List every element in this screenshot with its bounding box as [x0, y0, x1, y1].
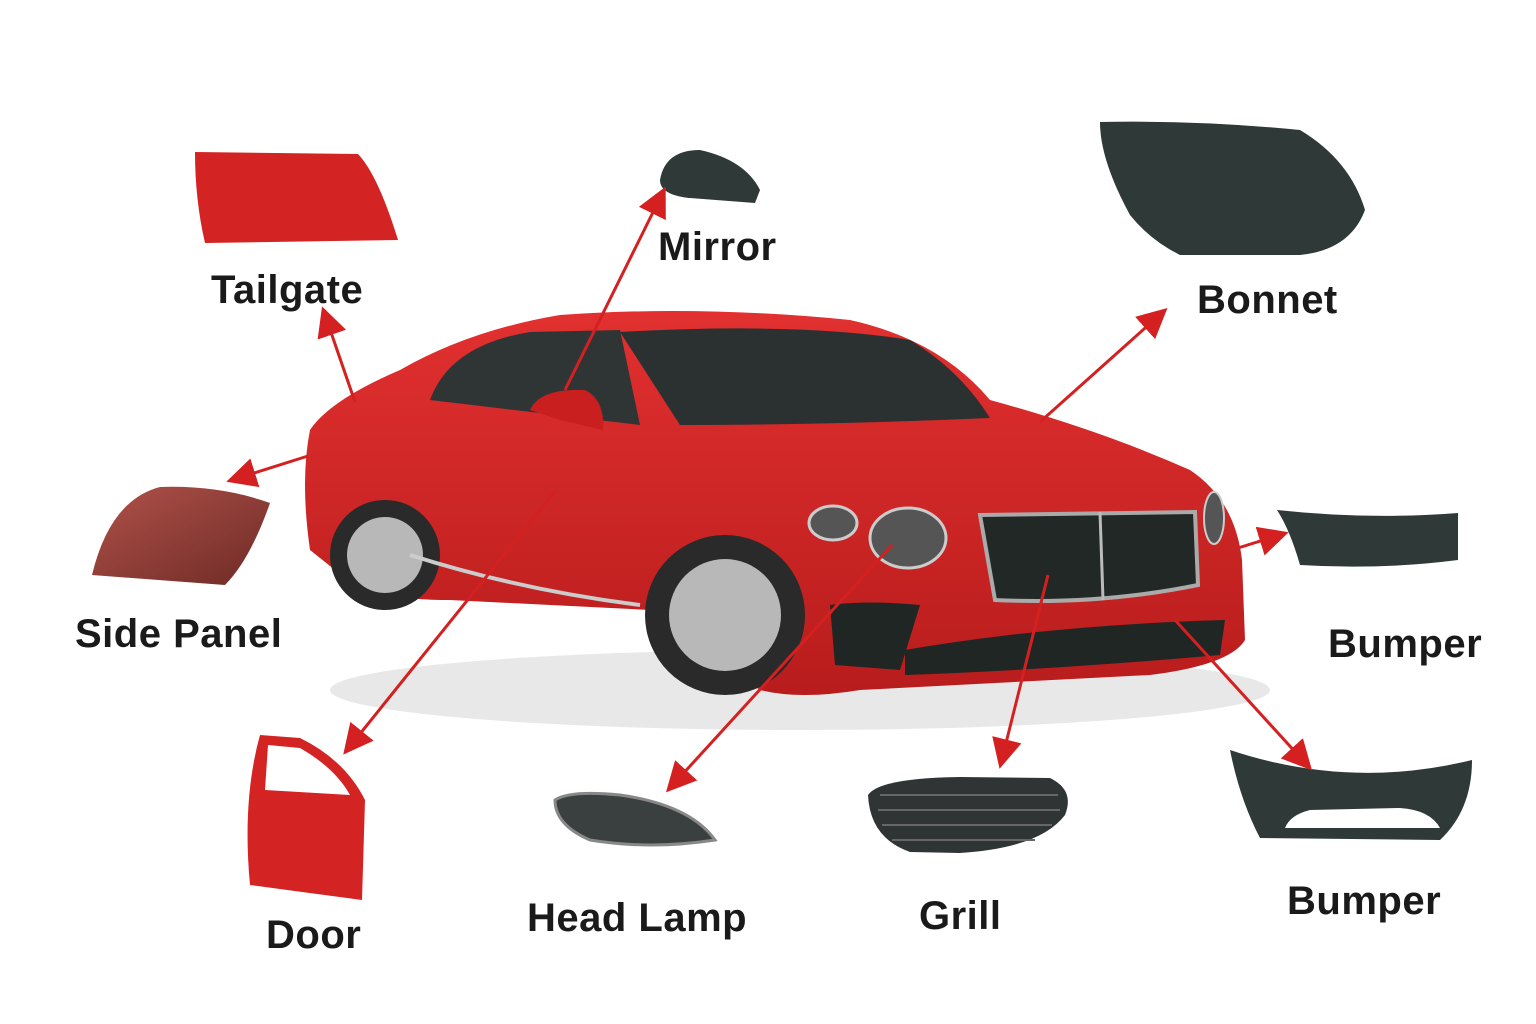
head-lamp-part — [553, 791, 718, 847]
mirror-part — [660, 150, 760, 203]
arrow-mirror — [563, 186, 666, 391]
arrow-side-panel — [226, 454, 309, 488]
arrow-bonnet — [1039, 308, 1168, 424]
arrow-door — [343, 489, 558, 755]
tailgate-part — [195, 152, 398, 243]
label-side-panel: Side Panel — [75, 612, 283, 656]
door-part — [247, 735, 365, 900]
arrow-tailgate — [317, 306, 357, 403]
label-head-lamp: Head Lamp — [527, 896, 748, 940]
side-panel-part — [92, 486, 270, 585]
arrow-rear-bumper — [1237, 526, 1289, 556]
arrow-grill — [992, 574, 1050, 769]
label-mirror: Mirror — [658, 225, 777, 269]
car — [305, 311, 1270, 730]
bonnet-part — [1100, 121, 1365, 256]
label-rear-bumper: Bumper — [1328, 622, 1483, 666]
grill-part — [868, 777, 1068, 853]
label-grill: Grill — [919, 894, 1002, 938]
label-door: Door — [266, 913, 362, 957]
rear-bumper-part — [1277, 510, 1458, 567]
arrow-front-bumper — [1173, 618, 1313, 771]
label-front-bumper: Bumper — [1287, 879, 1442, 923]
arrows — [226, 186, 1313, 793]
front-bumper-part — [1230, 750, 1472, 840]
arrow-head-lamp — [665, 543, 894, 793]
label-bonnet: Bonnet — [1197, 278, 1338, 322]
label-tailgate: Tailgate — [211, 268, 364, 312]
